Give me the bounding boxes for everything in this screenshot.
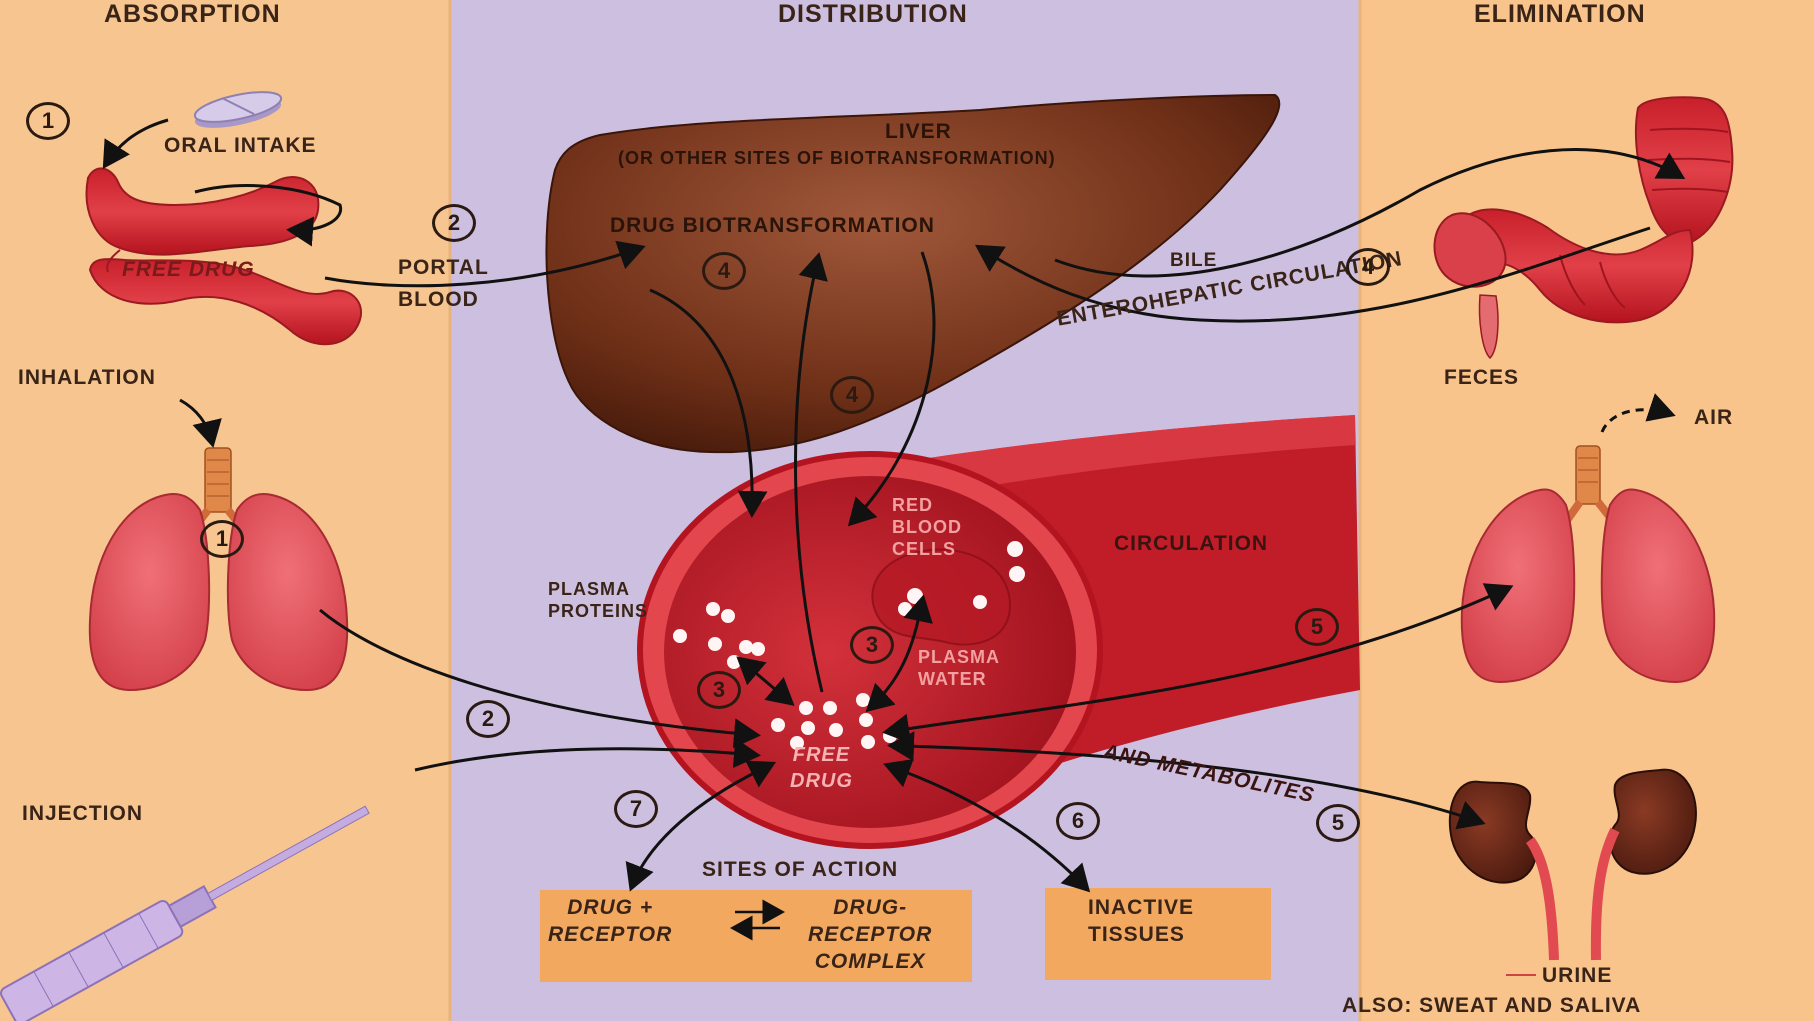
label-rbc-line1: RED [892,494,962,516]
label-plasma-proteins: PLASMA PROTEINS [548,578,648,622]
step-2-portal: 2 [432,204,476,242]
step-4-liver-a: 4 [702,252,746,290]
label-drc-line2: RECEPTOR [808,921,932,948]
label-blood: BLOOD [398,288,479,312]
label-sites-of-action: SITES OF ACTION [702,858,898,882]
label-pp-line2: PROTEINS [548,600,648,622]
label-it-line2: TISSUES [1088,921,1194,948]
step-1-oral: 1 [26,102,70,140]
label-oral-intake: ORAL INTAKE [164,134,317,158]
step-7-sites: 7 [614,790,658,828]
label-drug-biotransformation: DRUG BIOTRANSFORMATION [610,214,935,238]
label-dr-line1: DRUG + [548,894,672,921]
label-it-line1: INACTIVE [1088,894,1194,921]
step-4-bile: 4 [1346,248,1390,286]
step-3-plasma-a: 3 [697,671,741,709]
elimination-panel [1360,0,1814,1021]
section-distribution: DISTRIBUTION [778,0,968,29]
label-also: ALSO: SWEAT AND SALIVA [1342,994,1641,1018]
label-feces: FECES [1444,366,1519,390]
label-dr-line2: RECEPTOR [548,921,672,948]
label-pw-line1: PLASMA [918,646,1000,668]
label-drc-line3: COMPLEX [808,948,932,975]
step-5-kidney: 5 [1316,804,1360,842]
label-inactive-tissues: INACTIVE TISSUES [1088,894,1194,948]
label-fd-line2: DRUG [790,768,853,794]
label-liver: LIVER [885,120,952,144]
label-red-blood-cells: RED BLOOD CELLS [892,494,962,560]
label-pp-line1: PLASMA [548,578,648,600]
label-injection: INJECTION [22,802,143,826]
label-circulation: CIRCULATION [1114,532,1268,556]
label-fd-line1: FREE [790,742,853,768]
label-drug-receptor-complex: DRUG- RECEPTOR COMPLEX [808,894,932,975]
label-portal: PORTAL [398,256,489,280]
label-inhalation: INHALATION [18,366,156,390]
label-bile: BILE [1170,250,1217,272]
step-5-lung-out: 5 [1295,608,1339,646]
label-rbc-line2: BLOOD [892,516,962,538]
label-plasma-water: PLASMA WATER [918,646,1000,690]
label-free-drug-center: FREE DRUG [790,742,853,794]
step-2-inject: 2 [466,700,510,738]
label-drc-line1: DRUG- [808,894,932,921]
step-1-inhal: 1 [200,520,244,558]
step-6-inactive: 6 [1056,802,1100,840]
section-elimination: ELIMINATION [1474,0,1646,29]
label-rbc-line3: CELLS [892,538,962,560]
label-free-drug-gut: FREE DRUG [122,258,255,282]
step-3-plasma-b: 3 [850,626,894,664]
section-absorption: ABSORPTION [104,0,281,29]
label-air: AIR [1694,406,1733,430]
label-drug-receptor: DRUG + RECEPTOR [548,894,672,948]
label-urine: URINE [1542,964,1612,988]
label-pw-line2: WATER [918,668,1000,690]
step-4-liver-b: 4 [830,376,874,414]
label-liver-sub: (OR OTHER SITES OF BIOTRANSFORMATION) [618,148,1056,169]
